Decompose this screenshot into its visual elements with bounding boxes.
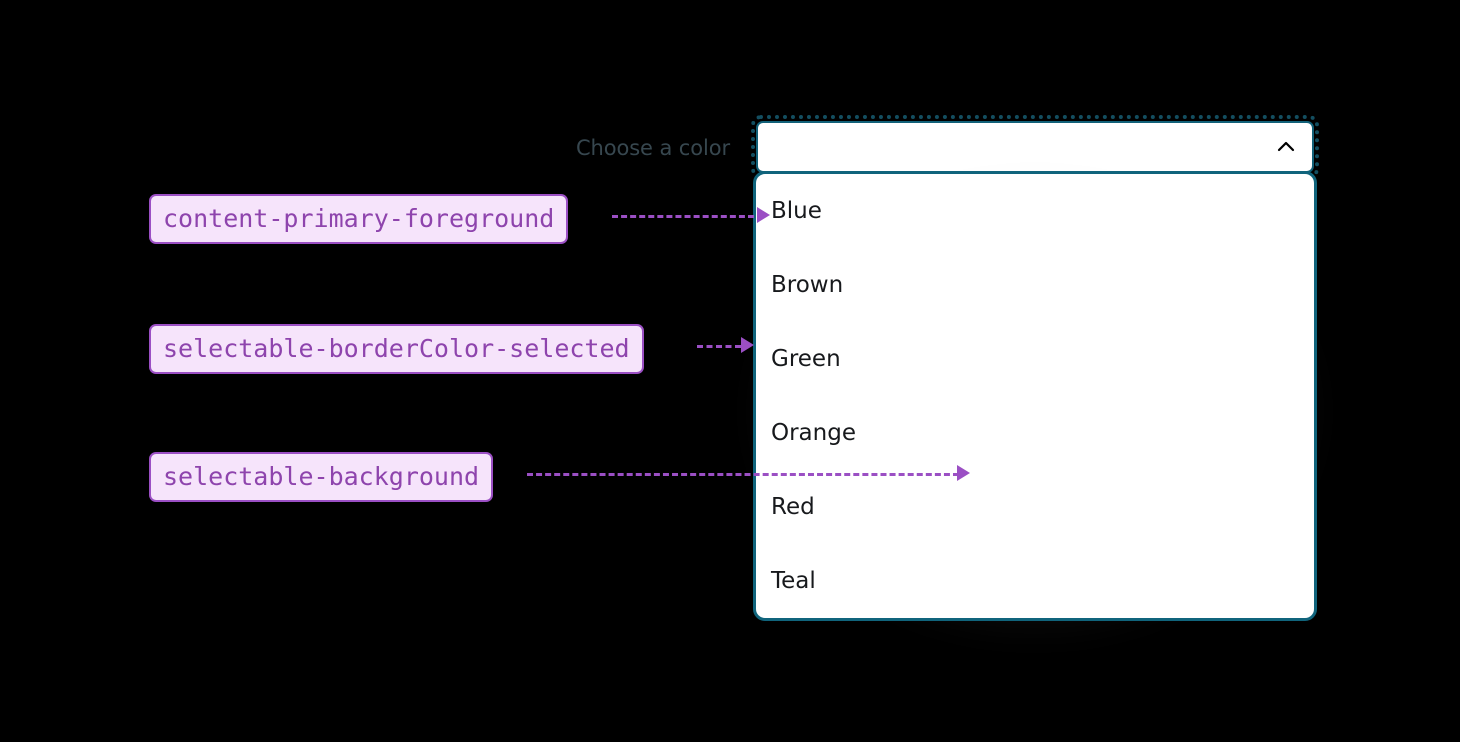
list-item[interactable]: Orange bbox=[771, 420, 856, 446]
annotation-token-chip: content-primary-foreground bbox=[149, 194, 569, 244]
select-trigger[interactable] bbox=[756, 121, 1314, 173]
annotation-token-chip: selectable-borderColor-selected bbox=[149, 324, 644, 374]
list-item[interactable]: Brown bbox=[771, 272, 844, 298]
annotation-connector-line bbox=[697, 345, 741, 348]
list-item[interactable]: Blue bbox=[771, 198, 822, 224]
annotation-connector-line bbox=[527, 473, 959, 476]
annotation-connector-line bbox=[612, 215, 754, 218]
dropdown-panel: Blue Brown Green Orange Red Teal bbox=[753, 171, 1317, 621]
option-list: Blue Brown Green Orange Red Teal bbox=[756, 174, 1314, 618]
annotation-arrow-head bbox=[957, 465, 970, 481]
annotation-token-chip: selectable-background bbox=[149, 452, 494, 502]
annotation-arrow-head bbox=[757, 207, 770, 223]
color-select[interactable] bbox=[751, 115, 1319, 179]
list-item[interactable]: Teal bbox=[771, 568, 816, 594]
chevron-up-icon[interactable] bbox=[1274, 135, 1298, 159]
list-item[interactable]: Red bbox=[771, 494, 815, 520]
list-item[interactable]: Green bbox=[771, 346, 841, 372]
annotation-arrow-head bbox=[741, 337, 754, 353]
field-label: Choose a color bbox=[575, 136, 730, 160]
